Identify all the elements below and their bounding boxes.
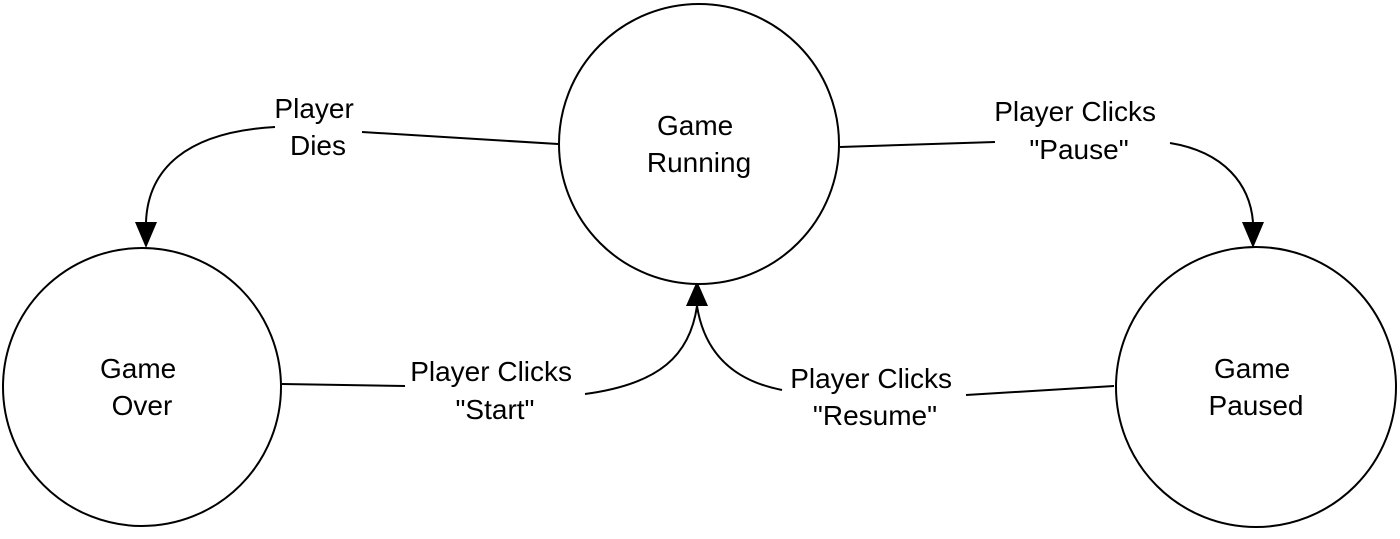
arrowhead <box>135 222 157 248</box>
state-label: Game Running <box>647 110 751 178</box>
edge-line <box>584 305 698 395</box>
state-label: Game Over <box>100 353 184 421</box>
transition-label: Player Dies <box>274 93 361 161</box>
state-game-over: Game Over <box>2 247 282 527</box>
state-circle <box>1115 246 1397 528</box>
transition-label: Player Clicks "Start" <box>410 356 580 425</box>
transition-player-clicks-pause: Player Clicks "Pause" <box>839 96 1264 248</box>
state-game-running: Game Running <box>558 3 840 285</box>
transition-player-clicks-resume: Player Clicks "Resume" <box>696 305 1115 431</box>
arrowhead <box>686 281 708 306</box>
transition-player-dies: Player Dies <box>135 93 559 248</box>
transition-label: Player Clicks "Pause" <box>994 96 1164 165</box>
state-circle <box>558 3 840 285</box>
edge-line <box>696 305 783 391</box>
edge-line <box>965 385 1115 396</box>
state-circle <box>2 247 282 527</box>
transition-player-clicks-start: Player Clicks "Start" <box>281 281 708 425</box>
transition-label: Player Clicks "Resume" <box>790 363 960 431</box>
state-game-paused: Game Paused <box>1115 246 1397 528</box>
edge-line <box>361 131 559 145</box>
edge-line <box>1169 142 1254 223</box>
edge-line <box>145 126 276 223</box>
arrowhead <box>1242 222 1264 248</box>
edge-line <box>281 383 406 387</box>
state-label: Game Paused <box>1209 353 1304 421</box>
edge-line <box>839 141 996 148</box>
